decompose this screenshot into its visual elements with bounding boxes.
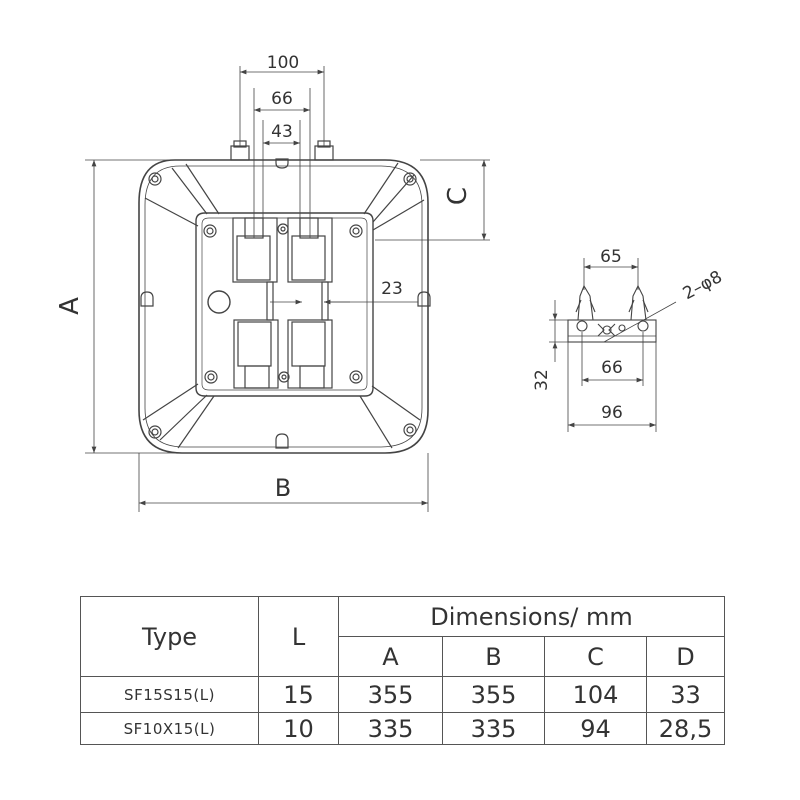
cell-l: 10 [258,712,339,745]
cell-d: 33 [646,676,725,713]
front-view [138,140,431,454]
dim-96: 96 [601,403,623,423]
dim-100: 100 [267,53,299,73]
header-c: C [544,636,647,677]
table-row: SF15S15(L) 15 355 355 104 33 [80,676,725,713]
dim-23: 23 [381,279,403,299]
dim-43: 43 [271,122,293,142]
cell-type: SF10X15(L) [80,712,259,745]
dim-hole-diameter: 2–φ8 [680,267,726,304]
dimensions-table: Type L Dimensions/ mm A B C D SF15S15(L)… [80,596,725,745]
cell-d: 28,5 [646,712,725,745]
cell-b: 335 [442,712,545,745]
round-opening [207,290,231,314]
cell-b: 355 [442,676,545,713]
header-type: Type [80,596,259,677]
dim-a: A [55,297,85,315]
cell-c: 104 [544,676,647,713]
header-d: D [646,636,725,677]
cell-type: SF15S15(L) [80,676,259,713]
cell-c: 94 [544,712,647,745]
dim-b: B [275,474,291,502]
dim-65: 65 [600,247,622,267]
header-a: A [338,636,443,677]
inner-plate [195,212,374,397]
cell-l: 15 [258,676,339,713]
dim-c: C [443,187,473,205]
dim-66-top: 66 [271,89,293,109]
dim-32: 32 [532,369,552,391]
header-l: L [258,596,339,677]
table-row: SF10X15(L) 10 335 335 94 28,5 [80,712,725,745]
dim-66-side: 66 [601,358,623,378]
header-dimensions: Dimensions/ mm [338,596,725,637]
cell-a: 335 [338,712,443,745]
housing-outline [138,159,429,454]
cell-a: 355 [338,676,443,713]
header-b: B [442,636,545,677]
